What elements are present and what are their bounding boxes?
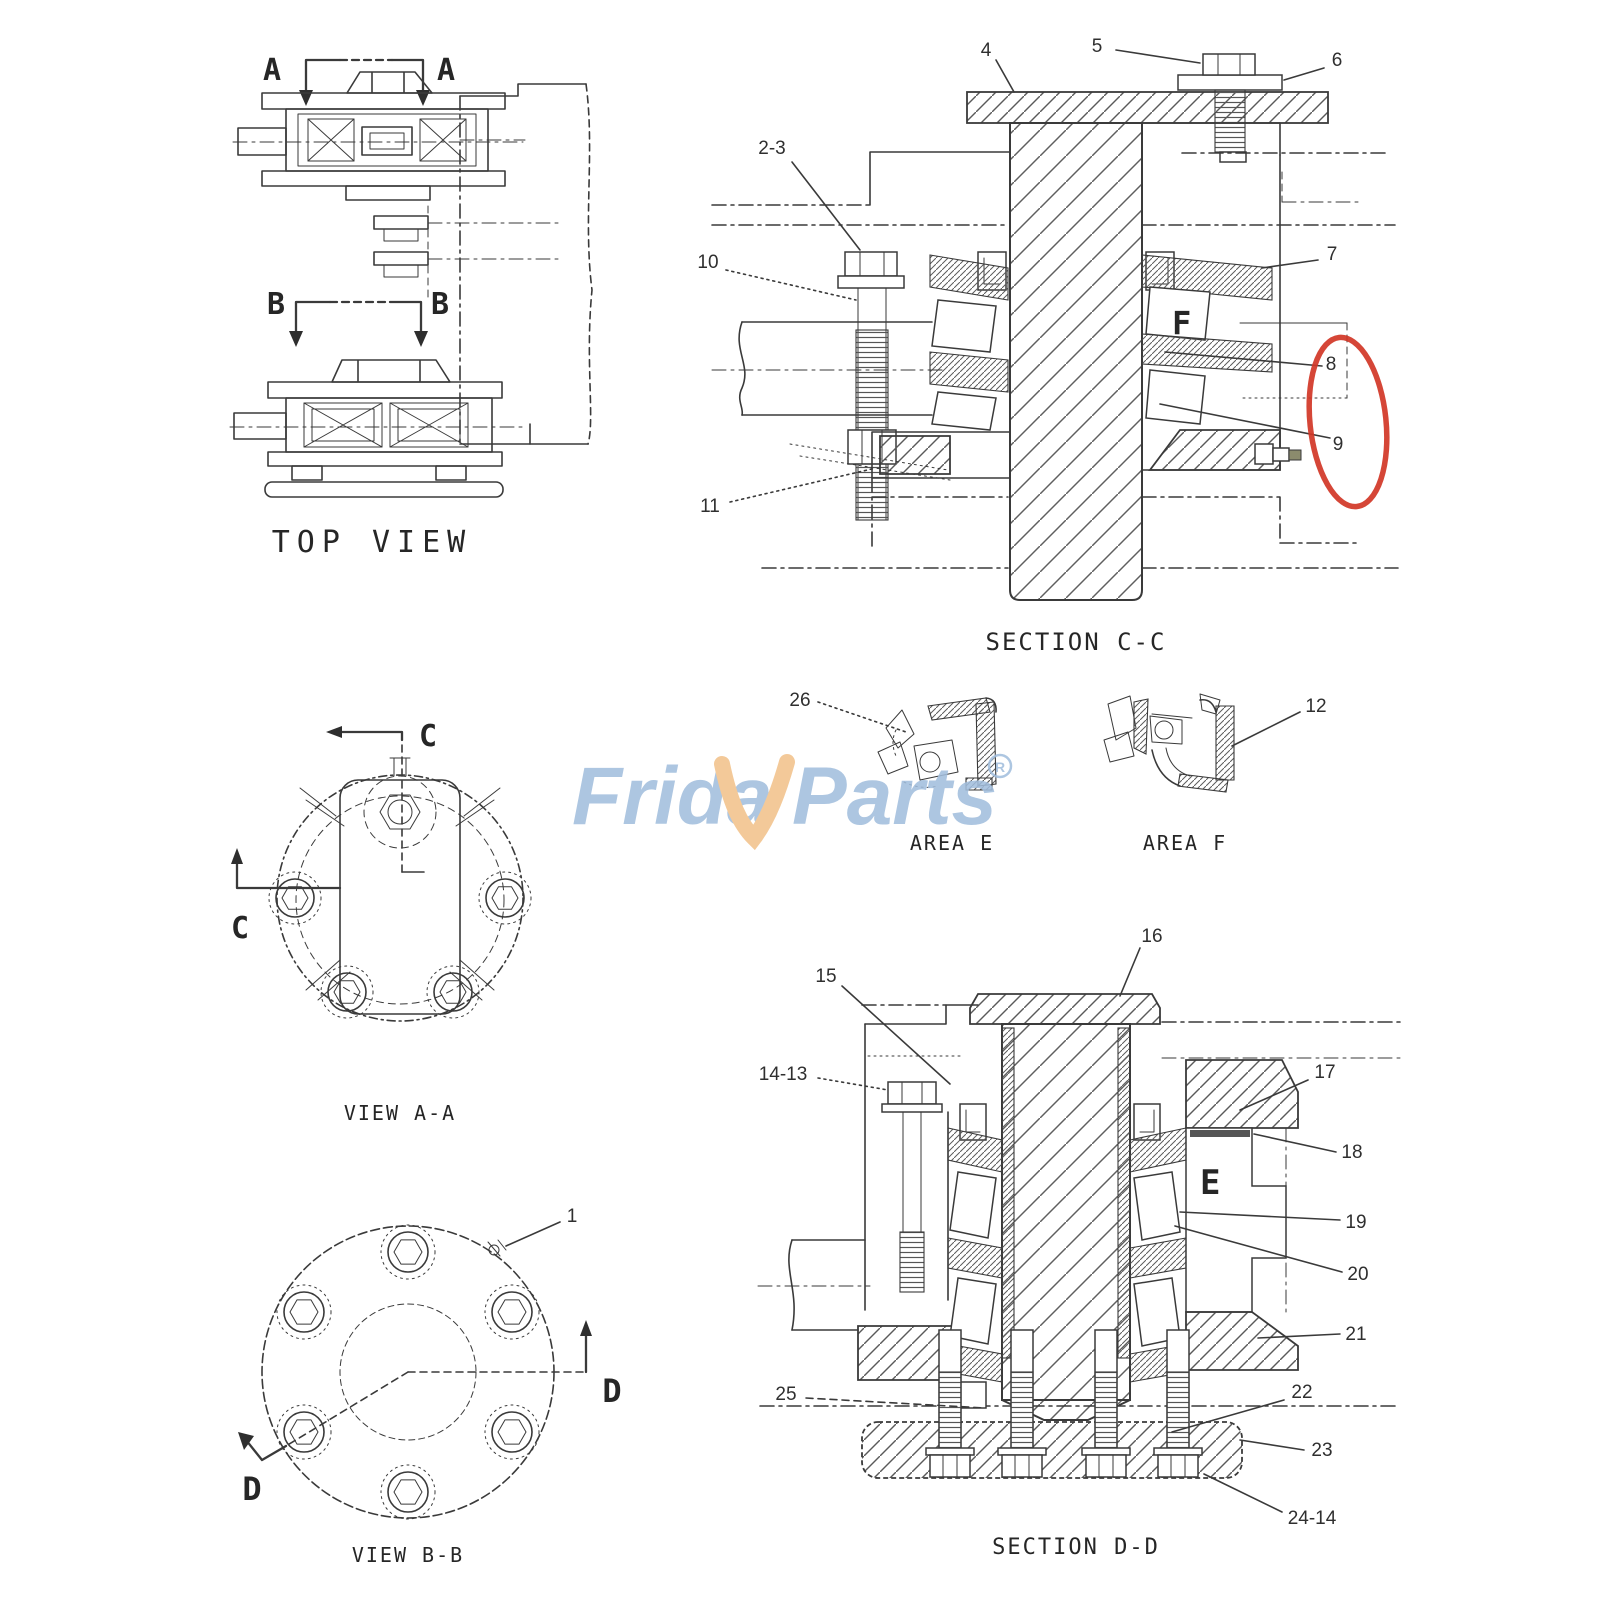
washer-part [1177, 74, 1283, 91]
leader-1 [505, 1221, 561, 1247]
cut-letter-d-right: D [602, 1372, 621, 1410]
part-label-9: 9 [1333, 434, 1344, 455]
section-arrow-icon [414, 331, 428, 347]
bolt-hole [380, 1464, 436, 1520]
panel-outline-drawing [459, 83, 593, 445]
view-bb-panel: 1 D D VIEW B-B [238, 1206, 622, 1567]
middle-links-drawing [373, 205, 561, 299]
section-arrow-icon [326, 726, 342, 738]
area-marker-e: E [1200, 1163, 1220, 1203]
logo-text-right: Parts [792, 751, 997, 842]
part-label-20: 20 [1347, 1264, 1368, 1285]
grease-fitting [487, 1239, 507, 1257]
part-label-5: 5 [1092, 36, 1103, 57]
leader-12 [1231, 711, 1301, 747]
part-label-26: 26 [789, 690, 810, 711]
part-label-2-3: 2-3 [758, 138, 785, 159]
part-label-17: 17 [1314, 1062, 1335, 1083]
part-label-18: 18 [1341, 1142, 1362, 1163]
section-arrow-icon [289, 331, 303, 347]
grease-fitting [1254, 443, 1302, 465]
cut-letter-c-top: C [419, 719, 437, 754]
section-cut-d: D D [238, 1320, 622, 1508]
section-arrow-icon [299, 90, 313, 106]
logo-swoosh-icon [714, 754, 795, 851]
part-label-23: 23 [1311, 1440, 1332, 1461]
bolt-head-part [1202, 53, 1256, 76]
part-label-4: 4 [981, 40, 992, 61]
bolt-hole [426, 965, 480, 1019]
cut-letter-a-left: A [263, 53, 281, 88]
cut-letter-b-right: B [431, 287, 449, 322]
seal-band [1190, 1130, 1250, 1137]
section-dd-labels: 16 15 14-13 17 18 E 19 20 21 25 22 23 24… [759, 926, 1369, 1529]
part-label-14-13: 14-13 [759, 1064, 808, 1085]
section-dd-leaders [805, 947, 1343, 1513]
fridayparts-watermark: Frida Parts R [572, 751, 1013, 851]
part-label-24-14: 24-14 [1288, 1508, 1337, 1529]
section-cc-labels: 4 5 6 2-3 10 7 F 8 9 11 [697, 36, 1343, 517]
part-label-25: 25 [775, 1384, 796, 1405]
bolt-hole [380, 1224, 436, 1280]
assembly-b-drawing [229, 359, 524, 498]
bearing-right [1141, 251, 1273, 425]
view-aa-drawing [268, 757, 532, 1022]
top-view-panel: A A B B [229, 53, 593, 560]
bearing-left [929, 251, 1009, 431]
part-label-22: 22 [1291, 1382, 1312, 1403]
area-f-drawing [1103, 693, 1235, 793]
bolt-hole [320, 965, 374, 1019]
bolt-head-part [844, 251, 898, 277]
section-dd-caption: SECTION D-D [992, 1535, 1160, 1560]
bolt-hole [478, 871, 532, 925]
section-arrow-icon [231, 848, 243, 864]
section-dd-panel: 16 15 14-13 17 18 E 19 20 21 25 22 23 24… [757, 926, 1401, 1560]
view-aa-caption: VIEW A-A [344, 1101, 456, 1125]
section-dd-drawing [757, 993, 1401, 1479]
bolt-hole [268, 871, 322, 925]
part-label-10: 10 [697, 252, 718, 273]
leader-26 [817, 701, 907, 733]
part-label-15: 15 [815, 966, 836, 987]
registered-mark-icon: R [987, 753, 1013, 779]
section-cc-drawing [711, 53, 1399, 601]
cut-letter-d-left: D [242, 1470, 261, 1508]
section-cut-a: A A [263, 53, 455, 106]
section-cc-leaders [725, 49, 1331, 503]
part-label-8: 8 [1326, 354, 1337, 375]
section-arrow-icon [238, 1432, 254, 1450]
part-label-6: 6 [1332, 50, 1343, 71]
assembly-a-drawing [232, 71, 524, 201]
area-e-caption: AREA E [910, 831, 994, 855]
area-e-panel: 26 AREA E [789, 690, 997, 855]
cut-letter-b-left: B [267, 287, 285, 322]
top-view-caption: TOP VIEW [272, 525, 473, 560]
part-label-12: 12 [1305, 696, 1326, 717]
plate-bolts [925, 1329, 1203, 1478]
section-cut-c: C C [231, 719, 437, 946]
section-arrow-icon [416, 90, 430, 106]
part-label-1: 1 [567, 1206, 578, 1227]
view-aa-panel: C C VIEW A-A [231, 719, 532, 1125]
section-cc-caption: SECTION C-C [986, 628, 1167, 656]
bolt-hole [276, 1404, 332, 1460]
section-cut-b: B B [267, 287, 449, 347]
part-label-21: 21 [1345, 1324, 1366, 1345]
cut-letter-c-left: C [231, 911, 249, 946]
section-cc-panel: 4 5 6 2-3 10 7 F 8 9 11 SECTION C-C [697, 36, 1399, 656]
area-marker-f: F [1172, 304, 1191, 342]
highlight-ellipse [1306, 334, 1390, 510]
view-bb-caption: VIEW B-B [352, 1543, 464, 1567]
area-f-panel: 12 AREA F [1103, 693, 1327, 855]
registered-letter: R [995, 759, 1005, 775]
part-label-11: 11 [700, 496, 720, 517]
cut-letter-a-right: A [437, 53, 455, 88]
area-f-caption: AREA F [1143, 831, 1227, 855]
bolt-head-part [887, 1081, 937, 1105]
area-e-drawing [877, 697, 997, 791]
part-label-7: 7 [1327, 244, 1338, 265]
part-label-19: 19 [1345, 1212, 1366, 1233]
section-arrow-icon [580, 1320, 592, 1336]
part-label-16: 16 [1141, 926, 1162, 947]
